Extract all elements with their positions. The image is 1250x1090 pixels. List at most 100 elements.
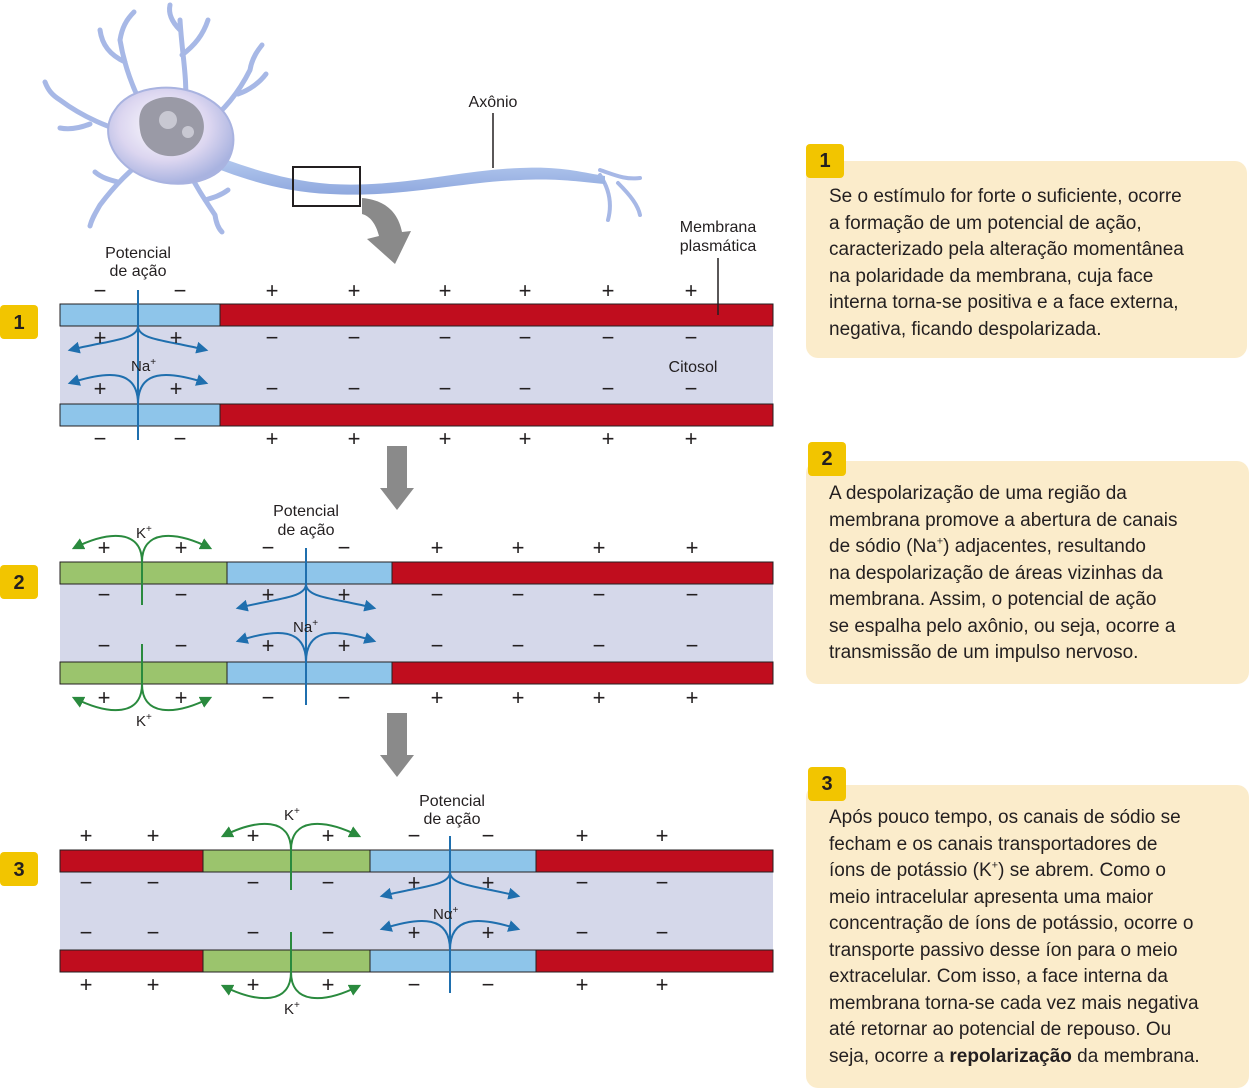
plus-sign: + (322, 972, 335, 997)
plus-sign: + (247, 972, 260, 997)
action-potential-label: de ação (110, 263, 167, 280)
step-number: 1 (13, 312, 24, 334)
plus-sign: + (602, 278, 615, 303)
text-line: de sódio (Na+) adjacentes, resultando (829, 535, 1146, 557)
text-line: transmissão de um impulso nervoso. (829, 642, 1139, 663)
minus-sign: − (147, 920, 160, 945)
minus-sign: − (519, 325, 532, 350)
plus-sign: + (593, 535, 606, 560)
step-badge (0, 852, 38, 886)
minus-sign: − (576, 870, 589, 895)
charge-signs: + + + + − − + + − − − − + + − − − − − − … (80, 823, 669, 997)
plus-sign: + (94, 376, 107, 401)
minus-sign: − (247, 870, 260, 895)
plus-sign: + (431, 535, 444, 560)
membrane-segment-resting (219, 403, 774, 427)
membrane-segment-resting (535, 949, 774, 973)
sodium-ion-label: Na+ (293, 618, 318, 636)
minus-sign: − (512, 582, 525, 607)
plus-sign: + (519, 426, 532, 451)
minus-sign: − (482, 972, 495, 997)
potassium-channel (220, 822, 362, 1000)
minus-sign: − (593, 633, 606, 658)
step-number: 2 (13, 572, 24, 594)
minus-sign: − (247, 920, 260, 945)
text-line: negativa, ficando despolarizada. (829, 318, 1102, 340)
nucleolus (159, 111, 177, 129)
charge-signs: − − + + + + + + + + − − − − − − + + − − … (94, 278, 698, 451)
plus-sign: + (519, 278, 532, 303)
text-line: A despolarização de uma região da (829, 483, 1127, 504)
membrane-segment-resting (59, 949, 204, 973)
action-potential-label: de ação (424, 811, 481, 828)
membrane-segment-depolarized (226, 561, 393, 585)
minus-sign: − (175, 582, 188, 607)
step-1-text: Se o estímulo for forte o suficiente, oc… (829, 184, 1184, 343)
step-3-text: Após pouco tempo, os canais de sódio se … (829, 805, 1200, 1070)
plus-sign: + (593, 685, 606, 710)
minus-sign: − (348, 325, 361, 350)
plus-sign: + (80, 823, 93, 848)
plus-sign: + (512, 535, 525, 560)
minus-sign: − (322, 920, 335, 945)
minus-sign: − (266, 325, 279, 350)
plus-sign: + (98, 685, 111, 710)
step-2-badge: 2 (808, 442, 846, 476)
plus-sign: + (685, 426, 698, 451)
plus-sign: + (147, 972, 160, 997)
minus-sign: − (94, 278, 107, 303)
text-line: até retornar ao potencial de repouso. Ou (829, 1019, 1172, 1040)
text-line: fecham e os canais transportadores de (829, 833, 1158, 855)
step-badge (0, 305, 38, 339)
minus-sign: − (593, 582, 606, 607)
plus-sign: + (175, 535, 188, 560)
action-potential-label: Potencial (105, 245, 171, 262)
step-1-badge: 1 (806, 144, 844, 178)
potassium-ion-label: K+ (136, 524, 152, 542)
minus-sign: − (338, 685, 351, 710)
text-line: na polaridade da membrana, cuja face (829, 265, 1154, 287)
text-line: membrana promove a abertura de canais (829, 509, 1178, 531)
section-1: Na+ Potencial de ação Membrana plasmátic… (59, 219, 774, 451)
section-3: K+ K+ Nα+ Potencial de ação + + + + − − … (59, 793, 774, 1018)
plus-sign: + (262, 582, 275, 607)
membrane-segment-repolarizing (202, 949, 371, 973)
membrane-label: Membrana (680, 219, 757, 236)
minus-sign: − (174, 426, 187, 451)
plus-sign: + (322, 823, 335, 848)
flow-arrow-down (380, 446, 414, 510)
axon-label: Axônio (469, 94, 518, 111)
membrane-segment-depolarized (369, 849, 537, 873)
plus-sign: + (439, 278, 452, 303)
plus-sign: + (348, 426, 361, 451)
text-line: transporte passivo desse íon para o meio (829, 939, 1178, 961)
membrane-segment-resting (535, 849, 774, 873)
text-line: Se o estímulo for forte o suficiente, oc… (829, 186, 1182, 207)
neuron-illustration: Axônio (42, 2, 642, 264)
plus-sign: + (175, 685, 188, 710)
minus-sign: − (262, 535, 275, 560)
plus-sign: + (147, 823, 160, 848)
text-line: Após pouco tempo, os canais de sódio se (829, 807, 1181, 828)
text-line: membrana. Assim, o potencial de ação (829, 589, 1157, 610)
plus-sign: + (98, 535, 111, 560)
plus-sign: + (656, 823, 669, 848)
minus-sign: − (80, 920, 93, 945)
plus-sign: + (80, 972, 93, 997)
action-potential-label: Potencial (419, 793, 485, 810)
minus-sign: − (519, 376, 532, 401)
text-line: se espalha pelo axônio, ou seja, ocorre … (829, 615, 1176, 637)
cytosol-label: Citosol (669, 359, 718, 376)
step-2-panel (806, 461, 1249, 684)
membrane-label: plasmática (680, 238, 757, 255)
minus-sign: − (686, 633, 699, 658)
sodium-channel (235, 548, 377, 705)
zoom-box (292, 166, 361, 207)
plus-sign: + (338, 582, 351, 607)
minus-sign: − (98, 582, 111, 607)
zoom-arrow (362, 198, 411, 264)
step-badges-left: 1 2 3 (0, 305, 38, 886)
step-3-badge: 3 (808, 767, 846, 801)
step-1-panel (806, 161, 1247, 358)
